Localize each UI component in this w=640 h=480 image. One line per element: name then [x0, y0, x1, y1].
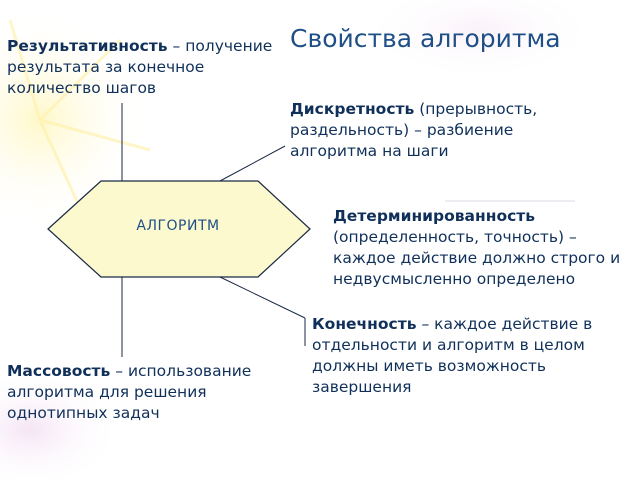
- connector-discrete: [219, 145, 286, 182]
- property-finiteness: Конечность – каждое действие в отдельнос…: [312, 315, 593, 396]
- page-title: Свойства алгоритма: [290, 24, 561, 53]
- term-mass: Массовость: [7, 362, 111, 380]
- hexagon-label: АЛГОРИТМ: [136, 218, 220, 234]
- property-discreteness: Дискретность (прерывность, раздельность)…: [290, 99, 590, 162]
- desc-determinism: (определенность, точность) – каждое дейс…: [333, 228, 621, 288]
- algorithm-hexagon: [47, 180, 311, 278]
- desc-result: получение результата за конечное количес…: [7, 37, 273, 97]
- desc-mass: использование алгоритма для решения одно…: [7, 362, 252, 422]
- desc-finiteness: каждое действие в отдельности и алгоритм…: [312, 315, 593, 396]
- term-discreteness: Дискретность: [290, 100, 415, 118]
- term-determinism: Детерминированность: [333, 207, 536, 225]
- desc-discreteness: (прерывность, раздельность) – разбиение …: [290, 100, 538, 160]
- term-finiteness: Конечность: [312, 315, 417, 333]
- property-mass: Массовость – использование алгоритма для…: [7, 362, 252, 422]
- term-result: Результативность: [7, 37, 168, 55]
- property-determinism: Детерминированность (определенность, точ…: [333, 206, 633, 290]
- connector-finiteness: [219, 276, 306, 319]
- property-result: Результативность – получение результата …: [7, 37, 273, 97]
